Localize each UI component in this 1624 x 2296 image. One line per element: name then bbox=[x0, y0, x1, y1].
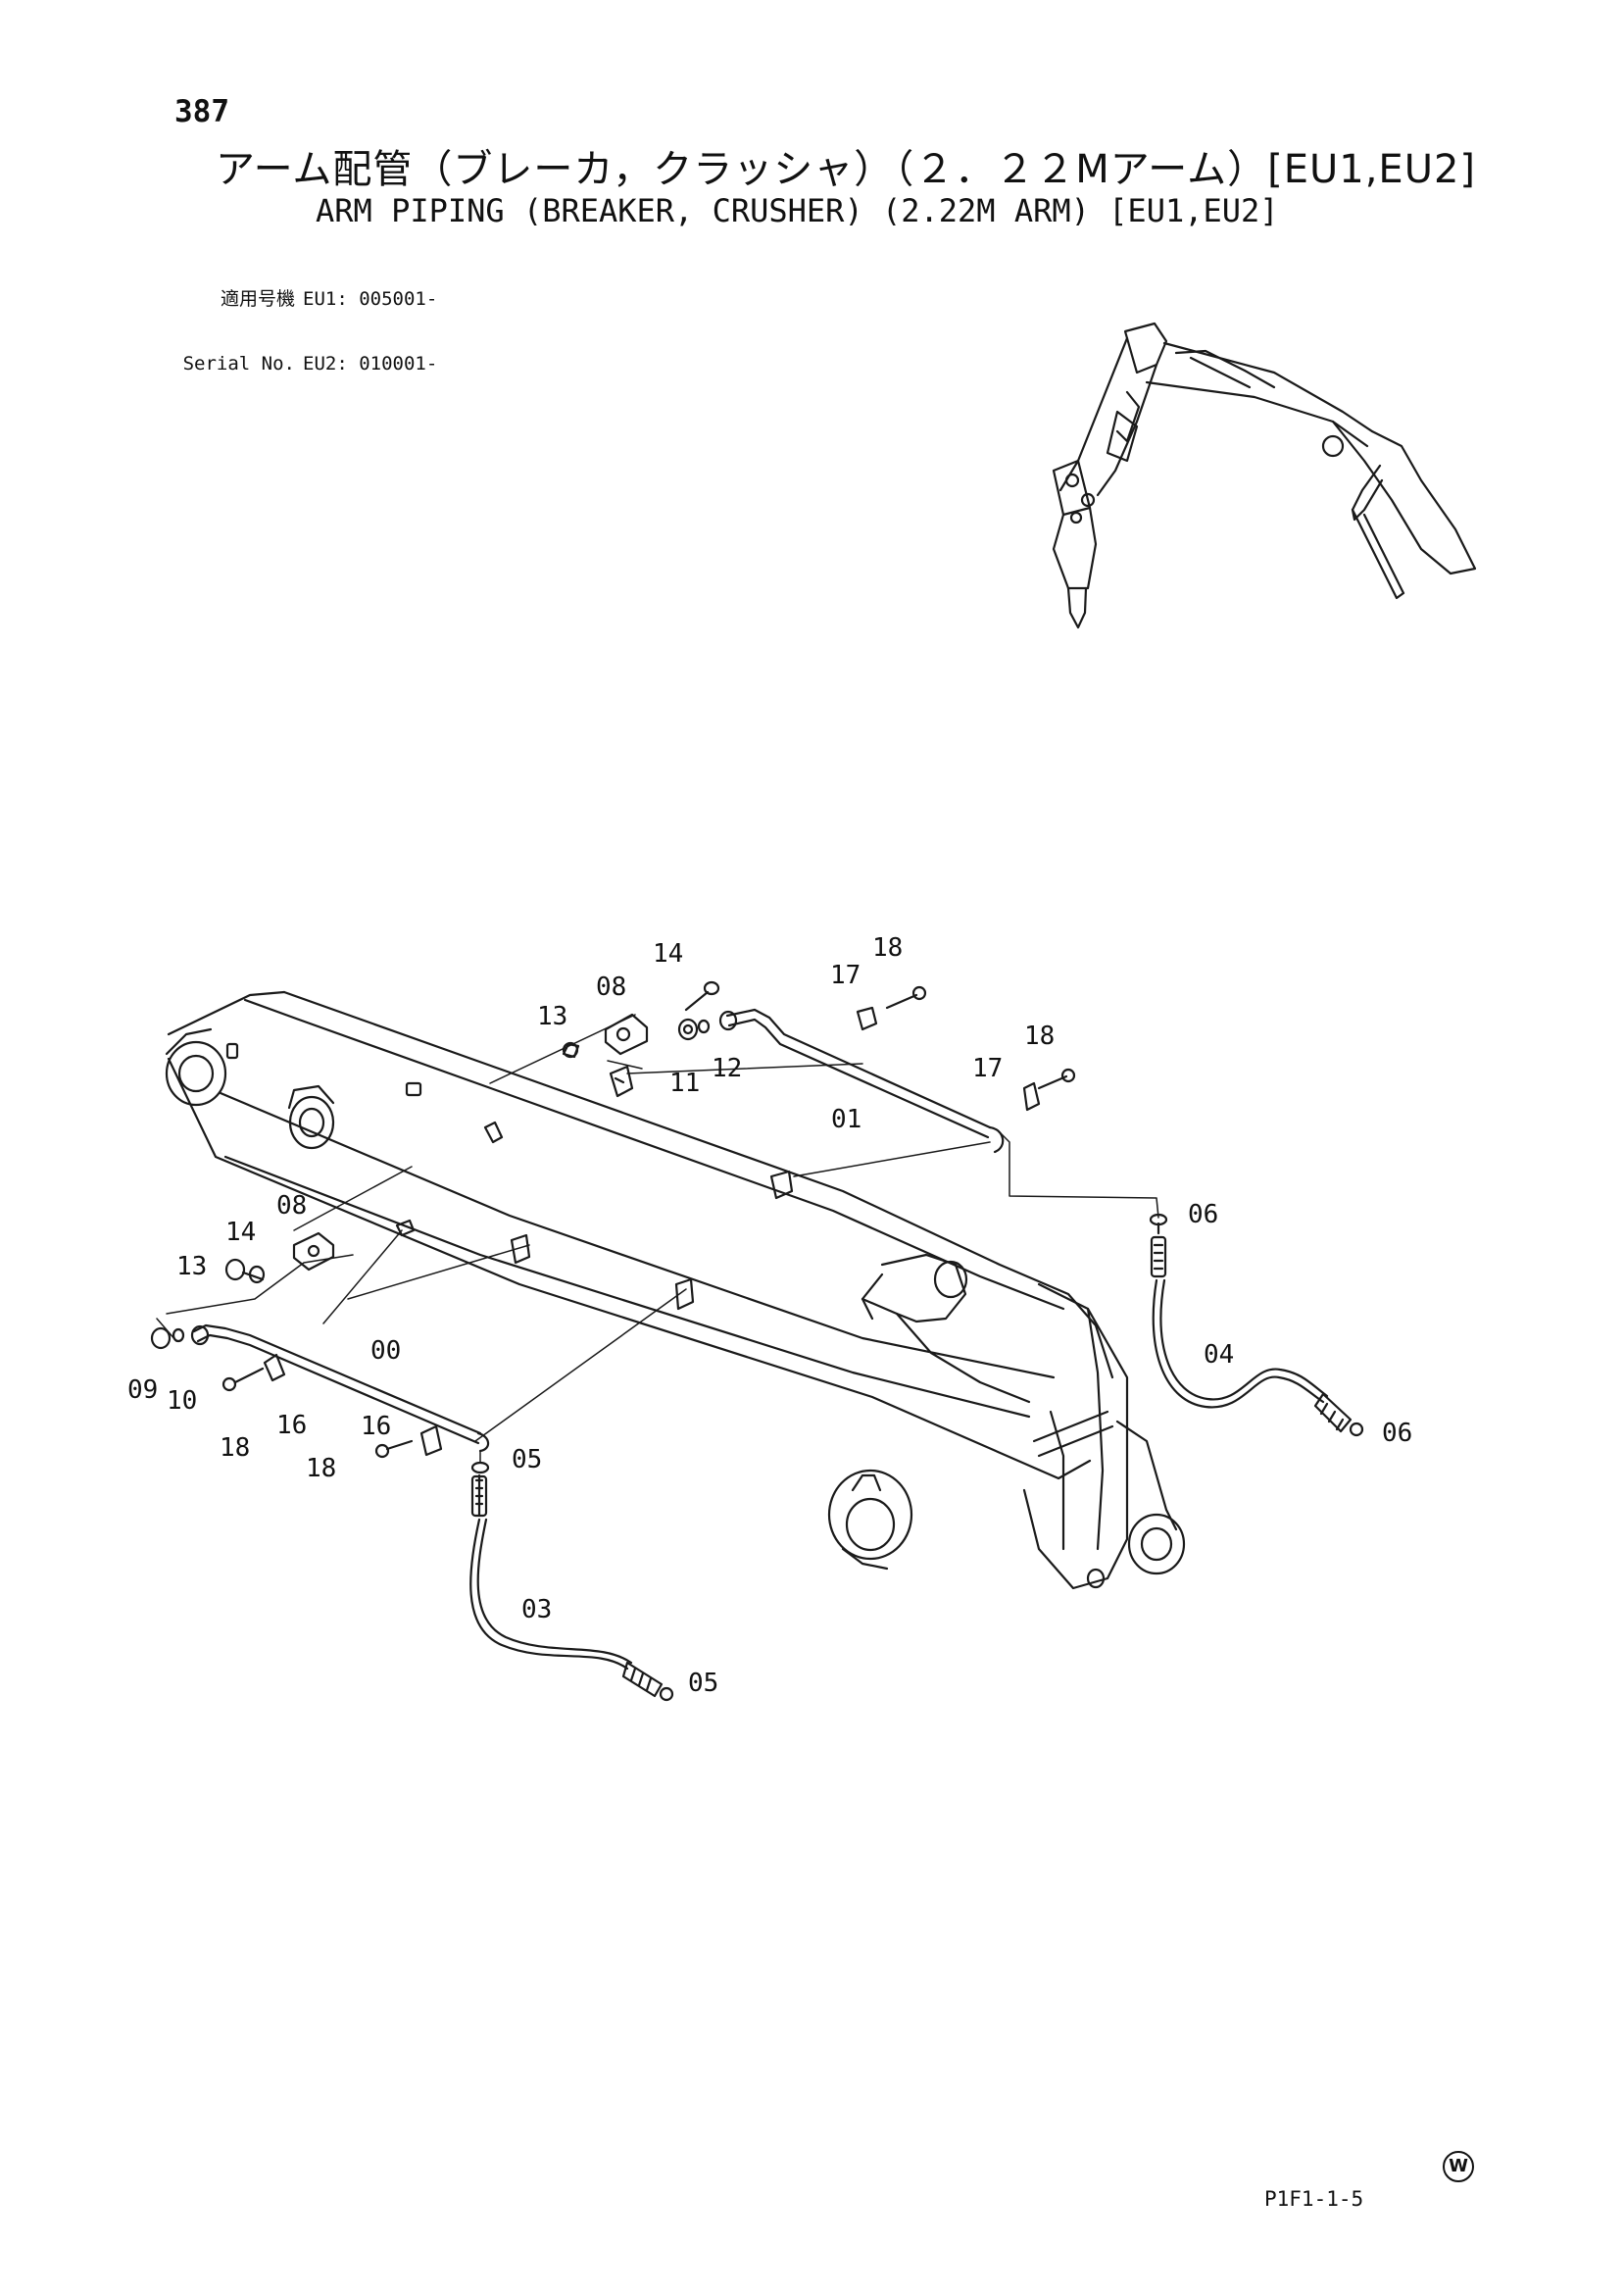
title-english: ARM PIPING (BREAKER, CRUSHER) (2.22M ARM… bbox=[316, 192, 1279, 229]
serial-eu1: EU1: 005001- bbox=[303, 288, 438, 310]
circled-w-mark: W bbox=[1443, 2151, 1474, 2182]
pipe-01 bbox=[718, 1008, 1005, 1154]
callout-18: 18 bbox=[1024, 1022, 1055, 1051]
applicable-label: 適用号機 bbox=[220, 288, 295, 310]
callout-08: 08 bbox=[596, 973, 626, 1002]
callout-12: 12 bbox=[712, 1054, 742, 1083]
callout-11: 11 bbox=[669, 1069, 700, 1098]
callout-13: 13 bbox=[537, 1002, 567, 1031]
callout-17: 17 bbox=[972, 1054, 1003, 1083]
title-japanese: アーム配管（ブレーカ，クラッシャ）（２．２２Mアーム）[EU1,EU2] bbox=[216, 147, 1477, 192]
serial-block: 適用号機 EU1: 005001- Serial No. EU2: 010001- bbox=[170, 245, 438, 396]
arm-body bbox=[165, 990, 1186, 1590]
callout-06: 06 bbox=[1188, 1200, 1218, 1229]
callout-04: 04 bbox=[1204, 1340, 1234, 1370]
callout-16: 16 bbox=[361, 1412, 391, 1441]
o-rings bbox=[470, 1213, 1168, 1474]
callout-10: 10 bbox=[167, 1386, 197, 1416]
callout-14: 14 bbox=[653, 939, 683, 969]
callout-05: 05 bbox=[512, 1445, 542, 1474]
callout-03: 03 bbox=[521, 1595, 552, 1624]
callout-16: 16 bbox=[276, 1411, 307, 1440]
drawing-code: P1F1-1-5 bbox=[1264, 2187, 1364, 2211]
callout-14: 14 bbox=[225, 1218, 256, 1247]
callout-05: 05 bbox=[688, 1669, 718, 1698]
callout-13: 13 bbox=[176, 1252, 207, 1281]
callout-18: 18 bbox=[872, 933, 903, 963]
hose-04 bbox=[1150, 1222, 1364, 1437]
callout-18: 18 bbox=[306, 1454, 336, 1483]
callout-labels: 00 01 03 04 05 05 06 06 08 08 09 10 11 1… bbox=[127, 933, 1412, 1698]
callout-17: 17 bbox=[830, 961, 861, 990]
callout-06: 06 bbox=[1382, 1419, 1412, 1448]
serial-label: Serial No. bbox=[182, 353, 295, 374]
pipe-00 bbox=[190, 1323, 490, 1453]
callout-08: 08 bbox=[276, 1191, 307, 1221]
callout-09: 09 bbox=[127, 1375, 158, 1405]
page-number: 387 bbox=[174, 94, 229, 129]
callout-01: 01 bbox=[831, 1105, 861, 1134]
hose-03 bbox=[469, 1473, 674, 1702]
callout-18: 18 bbox=[220, 1433, 250, 1463]
callout-00: 00 bbox=[370, 1336, 401, 1366]
serial-eu2: EU2: 010001- bbox=[303, 353, 438, 374]
small-hardware bbox=[150, 980, 1076, 1459]
machine-inset-illustration bbox=[1052, 322, 1477, 629]
